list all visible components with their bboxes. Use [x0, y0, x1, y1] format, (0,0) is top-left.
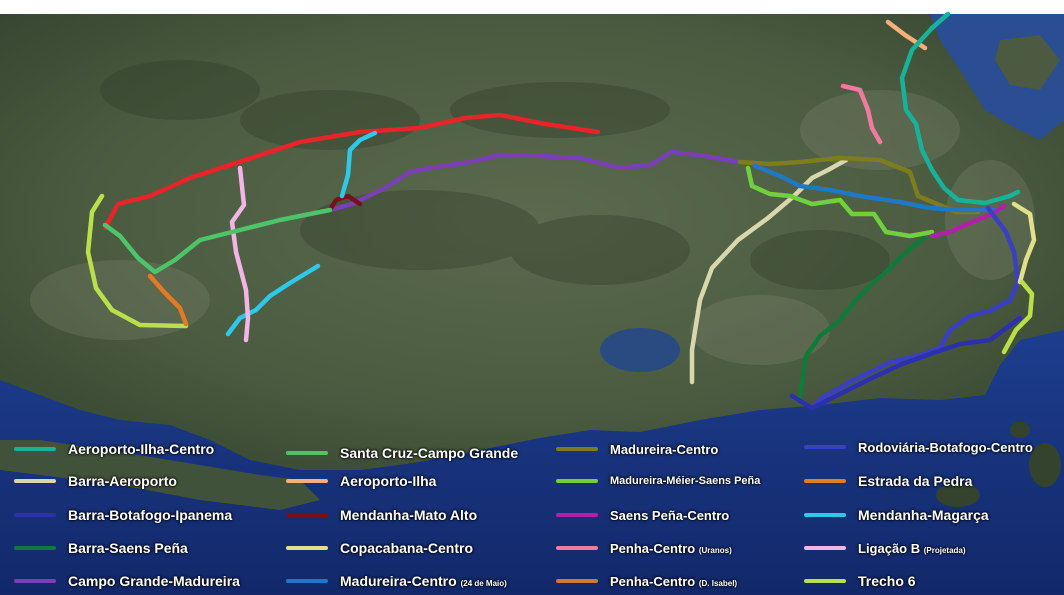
legend-swatch [286, 451, 328, 455]
route-ligacao-b[interactable] [229, 165, 251, 343]
legend-label: Barra-Aeroporto [68, 473, 177, 489]
legend-label: Santa Cruz-Campo Grande [340, 445, 519, 461]
route-trecho-6-east[interactable] [1001, 279, 1035, 355]
route-aeroporto-ilha-centro[interactable] [899, 11, 1021, 206]
legend-swatch [804, 479, 846, 483]
legend-item-madureira-meier-saens-pena: Madureira-Méier-Saens Peña [556, 471, 760, 491]
legend-item-penha-centro-uranos: Penha-Centro (Uranos) [556, 538, 732, 558]
legend-swatch [14, 447, 56, 451]
legend-item-copacabana-centro: Copacabana-Centro [286, 538, 473, 558]
legend-swatch [804, 546, 846, 550]
legend-item-barra-aeroporto: Barra-Aeroporto [14, 471, 177, 491]
route-madureira-centro-24[interactable] [752, 163, 1003, 213]
route-estrada-da-pedra[interactable] [147, 273, 189, 327]
urban-texture [30, 90, 1035, 365]
route-madureira-meier-saens-pena[interactable] [745, 165, 935, 239]
legend-label: Trecho 6 [858, 573, 916, 589]
legend-label: Mendanha-Mato Alto [340, 507, 478, 523]
legend-label: Madureira-Méier-Saens Peña [610, 475, 761, 487]
route-campo-grande-madureira[interactable] [327, 149, 743, 213]
legend-label: Ligação B (Projetada) [858, 540, 966, 556]
island [1010, 422, 1030, 438]
legend-item-aeroporto-ilha: Aeroporto-Ilha [286, 471, 436, 491]
legend-item-saens-pena-centro: Saens Peña-Centro [556, 505, 729, 525]
legend-swatch [804, 445, 846, 449]
legend-swatch [804, 513, 846, 517]
legend-item-campo-grande-madureira: Campo Grande-Madureira [14, 571, 240, 591]
route-trecho-6-west[interactable] [85, 193, 189, 329]
legend-swatch [804, 579, 846, 583]
legend-item-mendanha-mato-alto: Mendanha-Mato Alto [286, 505, 477, 525]
legend-swatch [14, 546, 56, 550]
legend-label: Penha-Centro (Uranos) [610, 540, 732, 556]
route-copacabana-centro[interactable] [1011, 201, 1037, 285]
peninsula [0, 440, 320, 510]
land-mass [0, 14, 1064, 470]
island [936, 483, 980, 507]
legend-label: Penha-Centro (D. Isabel) [610, 573, 738, 589]
legend-item-mendanha-magarca: Mendanha-Magarça [804, 505, 989, 525]
legend-item-penha-centro-d-isabel: Penha-Centro (D. Isabel) [556, 571, 737, 591]
route-saens-pena-centro[interactable] [929, 203, 1007, 239]
legend-swatch [14, 513, 56, 517]
legend-swatch [286, 479, 328, 483]
legend-label: Aeroporto-Ilha [340, 473, 437, 489]
legend-swatch [556, 479, 598, 483]
route-barra-saens-pena[interactable] [797, 235, 927, 399]
route-santa-cruz-campo-grande[interactable] [102, 207, 333, 275]
legend-swatch [556, 513, 598, 517]
route-mendanha-magarca-north[interactable] [339, 130, 378, 199]
lagoon [600, 328, 680, 372]
island [1029, 443, 1061, 487]
legend-item-trecho-6: Trecho 6 [804, 571, 916, 591]
legend-item-ligacao-b: Ligação B (Projetada) [804, 538, 966, 558]
legend-label: Rodoviária-Botafogo-Centro [858, 439, 1033, 455]
route-barra-aeroporto[interactable] [689, 157, 849, 385]
legend-label: Estrada da Pedra [858, 473, 973, 489]
legend-item-madureira-centro-24: Madureira-Centro (24 de Maio) [286, 571, 507, 591]
legend-label: Barra-Saens Peña [68, 540, 188, 556]
legend-label: Saens Peña-Centro [610, 507, 730, 523]
route-penha-centro-uranos[interactable] [840, 83, 883, 145]
legend-label: Madureira-Centro [610, 441, 719, 457]
legend-label: Campo Grande-Madureira [68, 573, 240, 589]
route-mendanha-magarca-south[interactable] [225, 263, 321, 337]
legend-item-santa-cruz-campo-grande: Santa Cruz-Campo Grande [286, 443, 518, 463]
legend-swatch [286, 546, 328, 550]
route-main-red-line[interactable] [102, 112, 601, 231]
route-barra-botafogo-ipanema[interactable] [789, 315, 1023, 411]
legend-item-rodoviaria-botafogo-centro: Rodoviária-Botafogo-Centro [804, 437, 1033, 457]
legend-item-aeroporto-ilha-centro: Aeroporto-Ilha-Centro [14, 439, 214, 459]
legend-swatch [286, 579, 328, 583]
legend-label: Barra-Botafogo-Ipanema [68, 507, 233, 523]
legend-swatch [556, 546, 598, 550]
legend-item-estrada-da-pedra: Estrada da Pedra [804, 471, 972, 491]
legend-label: Mendanha-Magarça [858, 507, 989, 523]
legend-item-barra-saens-pena: Barra-Saens Peña [14, 538, 188, 558]
legend-item-barra-botafogo-ipanema: Barra-Botafogo-Ipanema [14, 505, 232, 525]
legend-swatch [556, 579, 598, 583]
legend-swatch [286, 513, 328, 517]
legend-label: Aeroporto-Ilha-Centro [68, 441, 215, 457]
legend-label: Copacabana-Centro [340, 540, 474, 556]
legend-swatch [556, 447, 598, 451]
legend-label: Madureira-Centro (24 de Maio) [340, 573, 507, 589]
legend-item-madureira-centro: Madureira-Centro [556, 439, 718, 459]
legend-swatch [14, 479, 56, 483]
route-rodoviaria-botafogo-centro[interactable] [809, 205, 1021, 411]
bay-island [995, 35, 1060, 90]
legend-swatch [14, 579, 56, 583]
